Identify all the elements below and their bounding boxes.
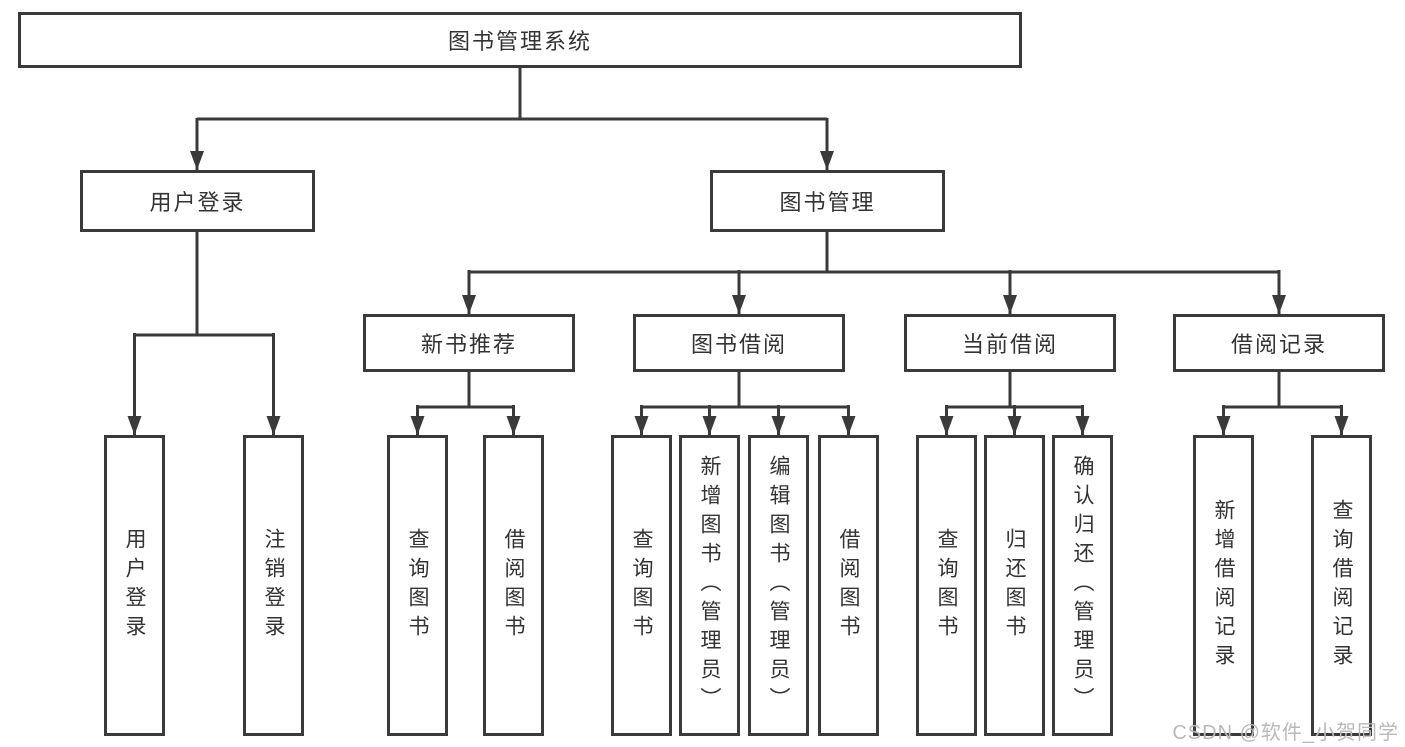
leaf-query-books-borrow-label: 查询图书 bbox=[630, 527, 653, 644]
leaf-borrow-books-recommend: 借阅图书 bbox=[483, 435, 544, 736]
leaf-confirm-return-admin-label: 确认归还（管理员） bbox=[1071, 455, 1094, 716]
leaf-return-book-label: 归还图书 bbox=[1003, 527, 1026, 644]
leaf-borrow-books-borrow: 借阅图书 bbox=[818, 435, 879, 736]
leaf-query-borrow-record: 查询借阅记录 bbox=[1311, 435, 1372, 736]
tree-edges bbox=[133, 68, 1343, 435]
leaf-query-books-current: 查询图书 bbox=[916, 435, 977, 736]
leaf-add-book-admin-label: 新增图书（管理员） bbox=[698, 455, 721, 716]
node-new-book-recommend-label: 新书推荐 bbox=[420, 332, 517, 357]
leaf-logout: 注销登录 bbox=[243, 435, 304, 736]
leaf-user-login-label: 用户登录 bbox=[123, 527, 146, 644]
leaf-query-books-recommend: 查询图书 bbox=[387, 435, 448, 736]
leaf-query-books-borrow: 查询图书 bbox=[611, 435, 672, 736]
node-book-borrow: 图书借阅 bbox=[633, 314, 845, 372]
leaf-query-books-recommend-label: 查询图书 bbox=[406, 527, 429, 644]
leaf-user-login: 用户登录 bbox=[104, 435, 165, 736]
node-borrow-records-label: 借阅记录 bbox=[1230, 332, 1327, 357]
node-book-management-label: 图书管理 bbox=[779, 190, 876, 215]
leaf-add-borrow-record-label: 新增借阅记录 bbox=[1212, 498, 1235, 673]
leaf-confirm-return-admin: 确认归还（管理员） bbox=[1052, 435, 1113, 736]
node-user-login: 用户登录 bbox=[80, 170, 315, 232]
leaf-borrow-books-borrow-label: 借阅图书 bbox=[837, 527, 860, 644]
leaf-logout-label: 注销登录 bbox=[262, 527, 285, 644]
node-root: 图书管理系统 bbox=[18, 12, 1022, 68]
leaf-query-books-current-label: 查询图书 bbox=[935, 527, 958, 644]
leaf-add-borrow-record: 新增借阅记录 bbox=[1193, 435, 1254, 736]
leaf-edit-book-admin: 编辑图书（管理员） bbox=[748, 435, 809, 736]
node-current-borrow: 当前借阅 bbox=[904, 314, 1116, 372]
node-borrow-records: 借阅记录 bbox=[1173, 314, 1385, 372]
node-user-login-label: 用户登录 bbox=[149, 190, 246, 215]
leaf-query-borrow-record-label: 查询借阅记录 bbox=[1330, 498, 1353, 673]
node-book-management: 图书管理 bbox=[710, 170, 945, 232]
leaf-borrow-books-recommend-label: 借阅图书 bbox=[502, 527, 525, 644]
leaf-add-book-admin: 新增图书（管理员） bbox=[679, 435, 740, 736]
node-book-borrow-label: 图书借阅 bbox=[690, 332, 787, 357]
node-root-label: 图书管理系统 bbox=[447, 29, 592, 54]
node-current-borrow-label: 当前借阅 bbox=[961, 332, 1058, 357]
node-new-book-recommend: 新书推荐 bbox=[363, 314, 575, 372]
leaf-edit-book-admin-label: 编辑图书（管理员） bbox=[767, 455, 790, 716]
leaf-return-book: 归还图书 bbox=[984, 435, 1045, 736]
